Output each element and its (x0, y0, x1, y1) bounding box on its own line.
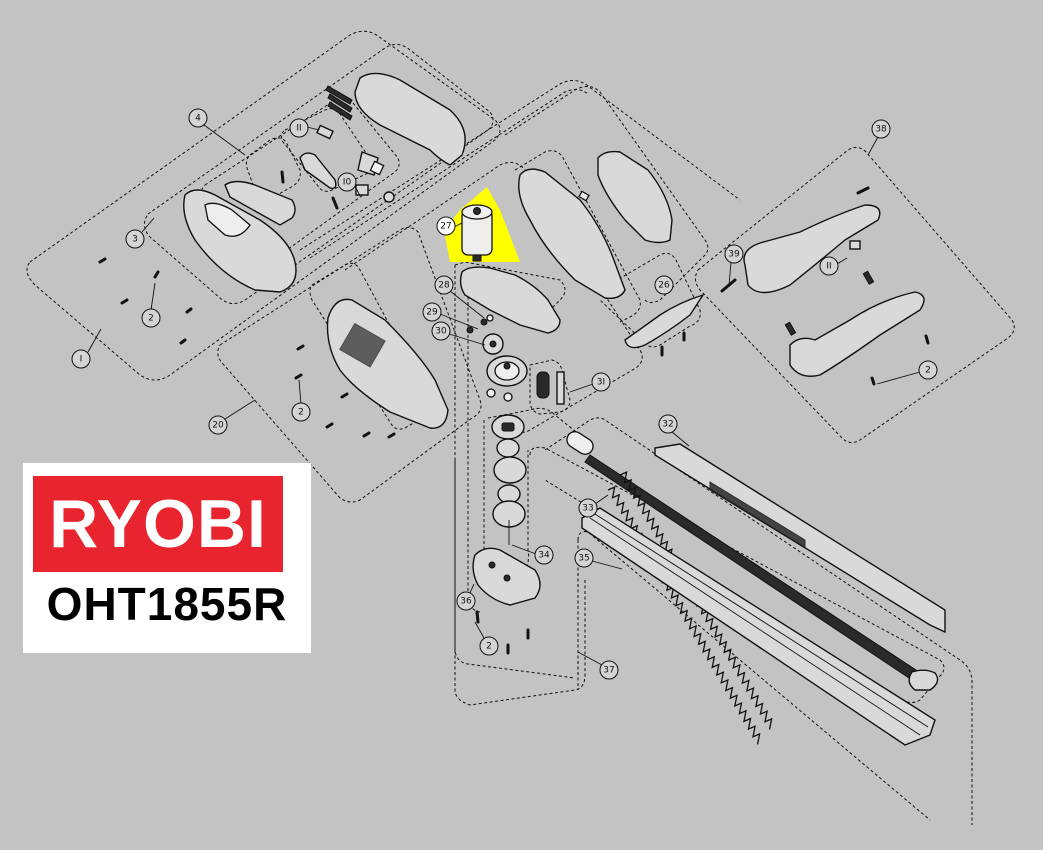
callout-circle (456, 591, 476, 611)
callout-circle (591, 372, 611, 392)
top-cover (597, 150, 673, 244)
parts (98, 72, 946, 746)
callout-number: 28 (438, 281, 450, 291)
callout-ii: II (289, 118, 309, 138)
guard-part-26 (624, 293, 705, 349)
callout-circle (534, 545, 554, 565)
callout-number: 27 (440, 222, 451, 232)
callout-3i: 3I (591, 372, 611, 392)
callout-number: 38 (875, 125, 887, 135)
callout-27: 27 (436, 216, 456, 236)
rear-housing-half (354, 72, 466, 166)
lock-button (299, 152, 337, 190)
callout-number: 29 (426, 308, 438, 318)
callout-circle (422, 302, 442, 322)
callout-32: 32 (658, 414, 678, 434)
callout-29: 29 (422, 302, 442, 322)
brand-logo-red-band: RYOBI (33, 476, 283, 572)
callout-38: 38 (871, 119, 891, 139)
front-handle-lower (789, 291, 925, 377)
callout-circle (71, 349, 91, 369)
callout-circle (654, 275, 674, 295)
callout-circle (871, 119, 891, 139)
front-handle-upper (743, 204, 881, 294)
callout-number: 32 (662, 420, 673, 430)
callout-number: II (826, 262, 831, 272)
callout-30: 30 (431, 321, 451, 341)
callout-number: 2 (148, 314, 154, 324)
callout-circle (479, 636, 499, 656)
callout-number: 2 (298, 408, 304, 418)
leader-lines (87, 124, 921, 666)
brand-logo-panel: RYOBI OHT1855R (23, 463, 311, 653)
brand-name: RYOBI (49, 486, 267, 562)
callout-33: 33 (578, 498, 598, 518)
callout-number: 30 (435, 327, 447, 337)
callout-circle (574, 548, 594, 568)
callout-37: 37 (599, 660, 619, 680)
callout-2: 2 (918, 360, 938, 380)
gearbox-housing (459, 266, 561, 334)
callout-i: I (71, 349, 91, 369)
callout-3: 3 (125, 229, 145, 249)
callout-number: 3I (597, 378, 605, 388)
callout-2: 2 (479, 636, 499, 656)
callout-20: 20 (208, 415, 228, 435)
callout-circle (208, 415, 228, 435)
callout-number: I0 (343, 178, 352, 188)
callout-36: 36 (456, 591, 476, 611)
callout-number: 39 (728, 250, 740, 260)
callout-number: I (80, 355, 83, 365)
callout-circle (658, 414, 678, 434)
callout-circle (141, 308, 161, 328)
callout-ii: II (819, 256, 839, 276)
blade-assembly (566, 431, 946, 746)
callout-number: 4 (195, 114, 201, 124)
callout-circle (431, 321, 451, 341)
callout-circle (434, 275, 454, 295)
callout-circle (289, 118, 309, 138)
callout-number: 26 (658, 281, 670, 291)
callout-number: II (296, 124, 301, 134)
callout-39: 39 (724, 244, 744, 264)
callout-number: 33 (582, 504, 593, 514)
callout-number: 36 (460, 597, 472, 607)
callout-34: 34 (534, 545, 554, 565)
callout-circle (436, 216, 456, 236)
callout-i0: I0 (337, 172, 357, 192)
model-number: OHT1855R (46, 578, 288, 630)
motor-part-27 (461, 204, 493, 262)
callout-circle (578, 498, 598, 518)
callout-circle (918, 360, 938, 380)
callout-28: 28 (434, 275, 454, 295)
callout-number: 2 (925, 366, 931, 376)
callout-circle (599, 660, 619, 680)
callout-circle (819, 256, 839, 276)
callout-number: 37 (603, 666, 614, 676)
callout-35: 35 (574, 548, 594, 568)
callout-circle (188, 108, 208, 128)
trigger (224, 180, 296, 226)
callout-circle (337, 172, 357, 192)
callout-number: 2 (486, 642, 492, 652)
callout-number: 3 (132, 235, 138, 245)
callout-number: 35 (578, 554, 589, 564)
callout-4: 4 (188, 108, 208, 128)
callout-number: 20 (212, 421, 224, 431)
front-housing-half (518, 168, 626, 300)
callout-circle (125, 229, 145, 249)
callout-number: 34 (538, 551, 550, 561)
callout-2: 2 (291, 402, 311, 422)
callout-circle (291, 402, 311, 422)
callout-circle (724, 244, 744, 264)
callout-26: 26 (654, 275, 674, 295)
callout-2: 2 (141, 308, 161, 328)
